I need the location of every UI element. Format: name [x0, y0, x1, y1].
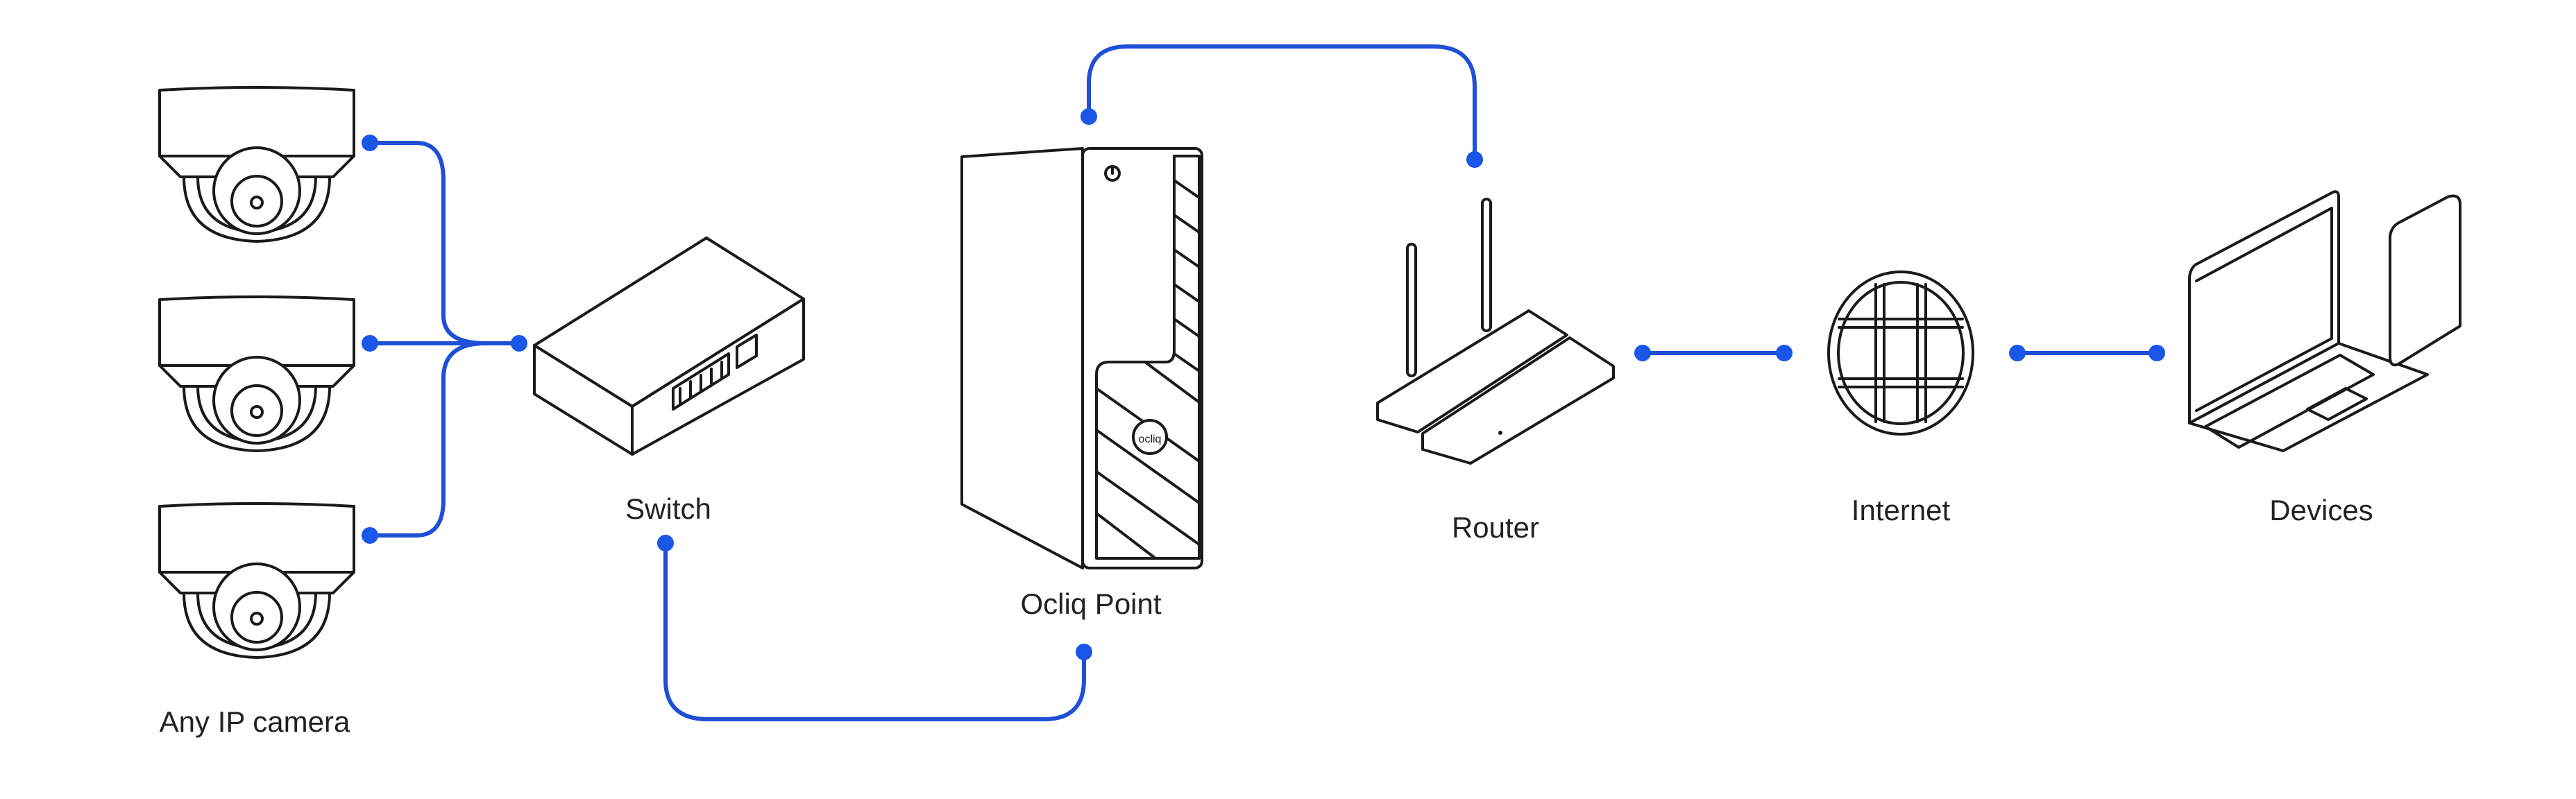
port-dot: [1634, 345, 1651, 361]
dome-camera-icon: [158, 86, 355, 243]
port-dot: [2009, 345, 2026, 361]
port-dot: [362, 527, 378, 544]
ocliq-point-label: Ocliq Point: [1020, 587, 1161, 620]
connector-internet-devices: [2009, 345, 2165, 361]
dome-camera-icon: [158, 295, 355, 452]
port-dot: [1081, 108, 1097, 125]
port-dot: [511, 335, 527, 352]
port-dot: [362, 135, 378, 151]
port-dot: [1776, 345, 1793, 361]
camera-label: Any IP camera: [160, 705, 350, 738]
port-dot: [657, 535, 674, 551]
connector-ocliq-router: [1081, 44, 1483, 168]
devices-label: Devices: [2269, 494, 2373, 526]
dome-camera-icon: [158, 502, 355, 659]
port-dot: [1076, 644, 1092, 660]
port-dot: [362, 335, 378, 352]
connector-cameras-switch: [362, 135, 527, 544]
laptop-tablet-icon: [2188, 190, 2461, 452]
connector-switch-ocliq: [657, 535, 1092, 721]
svg-text:ocliq: ocliq: [1139, 433, 1162, 445]
switch-label: Switch: [625, 492, 711, 525]
port-dot: [2149, 345, 2165, 361]
tower-server-icon: ocliq: [960, 147, 1203, 569]
router-label: Router: [1452, 511, 1539, 544]
port-dot: [1466, 151, 1483, 168]
internet-label: Internet: [1852, 494, 1951, 526]
globe-icon: [1827, 270, 1974, 436]
wifi-router-icon: [1376, 198, 1615, 465]
connector-router-internet: [1634, 345, 1793, 361]
network-switch-icon: [533, 237, 805, 456]
